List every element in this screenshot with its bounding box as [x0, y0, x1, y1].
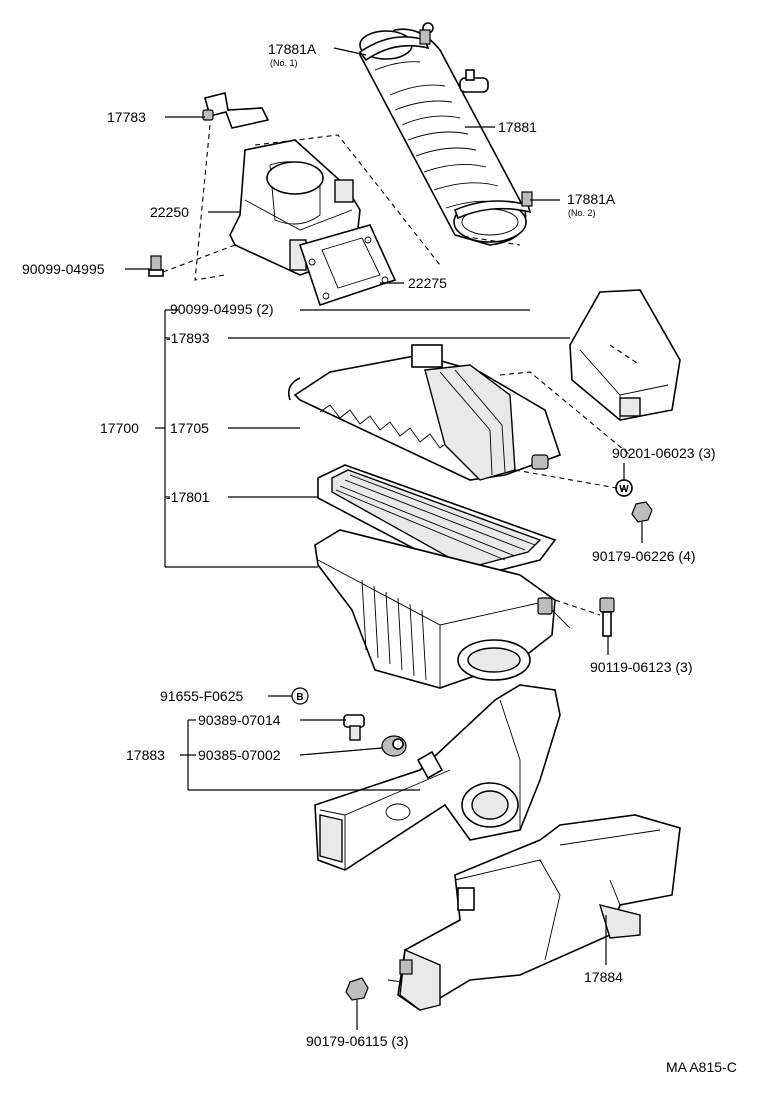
svg-text:B: B	[296, 692, 303, 703]
filter-element-17801	[317, 464, 557, 579]
grommet-90385-07002	[381, 735, 407, 757]
label-17881: 17881	[498, 119, 537, 135]
label-17893: -17893	[166, 330, 210, 346]
diagram-code: MA A815-C	[666, 1059, 737, 1075]
label-17881A-no1-sub: (No. 1)	[270, 58, 298, 68]
svg-text:W: W	[619, 484, 629, 495]
label-90385-07002: 90385-07002	[198, 747, 281, 763]
label-17881A-no2-sub: (No. 2)	[568, 208, 596, 218]
label-17801: -17801	[166, 489, 210, 505]
hose-clamp-no2	[453, 191, 533, 220]
collar-90389-07014	[343, 714, 365, 741]
label-17881A-no1: 17881A	[268, 41, 317, 57]
callout-w: W	[615, 479, 633, 497]
hose-clamp-no1	[358, 29, 431, 62]
label-90099-04995-left: 90099-04995	[22, 261, 105, 277]
label-90119-06123: 90119-06123 (3)	[590, 659, 692, 675]
label-17884: 17884	[584, 969, 623, 985]
label-90179-06115: 90179-06115 (3)	[306, 1033, 408, 1049]
label-22250: 22250	[150, 204, 189, 220]
part-labels: 17881A (No. 1) 17881 17881A (No. 2) 1778…	[22, 41, 737, 1075]
air-cleaner-case	[314, 529, 571, 689]
callout-b: B	[291, 687, 309, 705]
leader-lines	[125, 47, 643, 1030]
nut-90179-06226	[631, 501, 653, 523]
assembly-dashed-lines-middle	[499, 344, 641, 616]
label-91655-F0625: 91655-F0625	[160, 688, 244, 704]
label-90201-06023: 90201-06023 (3)	[612, 445, 716, 461]
air-flow-meter-22250	[229, 139, 361, 276]
label-90179-06226: 90179-06226 (4)	[592, 548, 696, 564]
bolt-90119-06123	[599, 597, 615, 637]
resonator-17884	[387, 814, 681, 1011]
label-90389-07014: 90389-07014	[198, 712, 281, 728]
gasket-22275	[298, 224, 397, 307]
label-17705: 17705	[170, 420, 209, 436]
air-cleaner-cap-17705	[287, 344, 562, 481]
label-22275: 22275	[408, 275, 447, 291]
bolt-90099-04995-left	[148, 255, 164, 277]
label-17783: 17783	[107, 109, 146, 125]
assembly-dashed-lines-top	[162, 124, 521, 281]
inlet-duct-17883	[314, 684, 561, 871]
label-17883: 17883	[126, 747, 165, 763]
nut-90179-06115	[345, 977, 369, 1001]
bracket-17783	[202, 92, 270, 129]
label-17700: 17700	[100, 420, 139, 436]
label-17881A-no2: 17881A	[567, 191, 616, 207]
label-90099-04995-right: 90099-04995 (2)	[170, 301, 274, 317]
